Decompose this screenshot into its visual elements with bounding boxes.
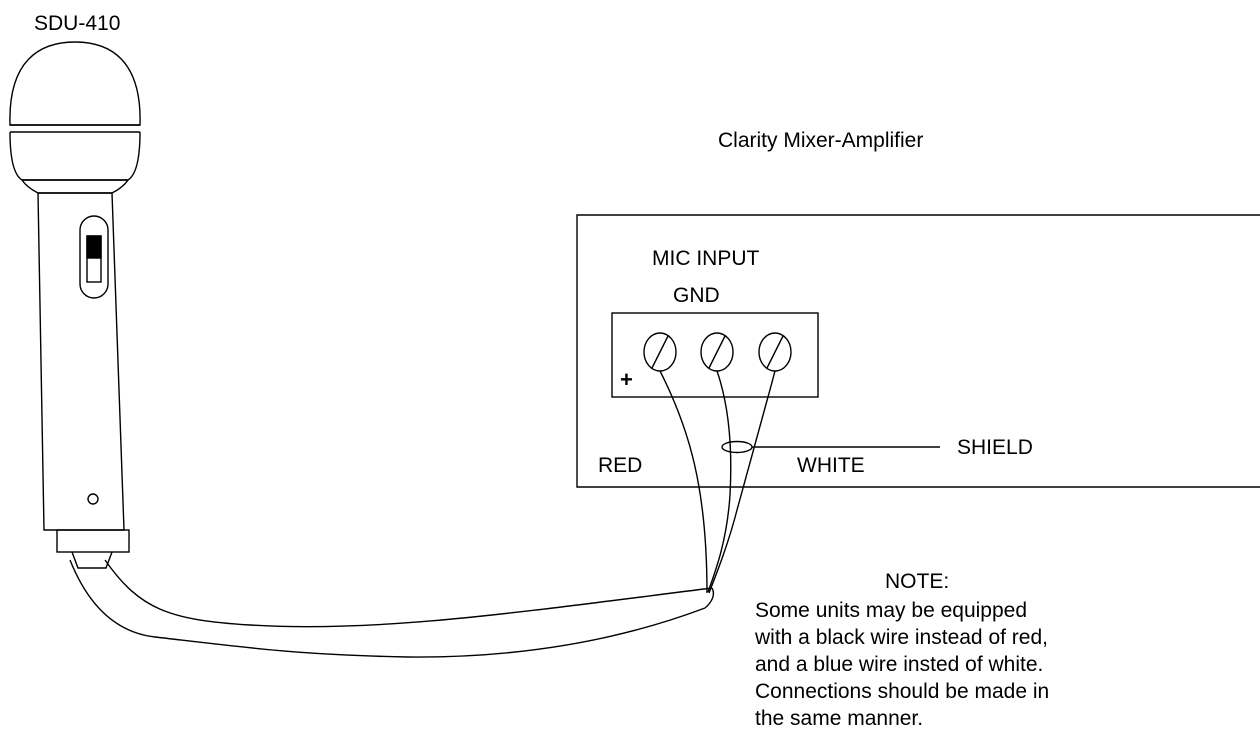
note-line: Connections should be made in xyxy=(755,680,1050,703)
microphone xyxy=(9,41,141,569)
shield-marker xyxy=(721,440,753,454)
positive-terminal-label: + xyxy=(620,367,633,392)
terminal-screw-positive xyxy=(643,332,677,372)
amplifier-title: Clarity Mixer-Amplifier xyxy=(718,129,924,152)
note-line: the same manner. xyxy=(755,707,924,730)
note-body: Some units may be equipped with a black … xyxy=(755,597,1175,732)
note-line: Some units may be equipped xyxy=(755,599,1028,622)
wire-shield xyxy=(708,370,776,594)
mic-switch-knob xyxy=(86,235,102,259)
mic-grille-lower xyxy=(9,131,141,181)
terminal-screw-gnd xyxy=(758,332,792,372)
microphone-model-label: SDU-410 xyxy=(34,12,121,35)
mic-switch-recess xyxy=(79,215,109,299)
terminal-block xyxy=(611,312,819,398)
mic-input-label: MIC INPUT xyxy=(652,247,760,270)
wire-red xyxy=(659,370,708,594)
terminal-wires xyxy=(659,370,776,594)
red-wire-label: RED xyxy=(598,454,643,477)
mic-grille xyxy=(9,41,141,126)
shield-label: SHIELD xyxy=(957,436,1033,459)
white-wire-label: WHITE xyxy=(797,454,865,477)
note-line: with a black wire instead of red, xyxy=(755,626,1048,649)
terminal-screw-middle xyxy=(700,332,734,372)
screw-slot xyxy=(708,335,726,369)
wire-white xyxy=(707,370,732,593)
mic-body xyxy=(37,192,125,531)
screw-slot xyxy=(766,335,784,369)
microphone-cable xyxy=(69,559,715,658)
note-heading: NOTE: xyxy=(885,570,950,593)
cable-edge-upper xyxy=(104,559,713,628)
mic-collar xyxy=(21,179,129,194)
amplifier-enclosure xyxy=(576,214,1260,488)
screw-slot xyxy=(651,335,669,369)
gnd-label: GND xyxy=(673,284,720,307)
mic-screw-hole xyxy=(87,493,99,505)
cable-end xyxy=(704,587,715,609)
mic-connector-sleeve xyxy=(56,529,130,553)
note-line: and a blue wire insted of white. xyxy=(755,653,1044,676)
mic-strain-relief xyxy=(71,551,113,569)
cable-edge-lower xyxy=(69,559,706,658)
